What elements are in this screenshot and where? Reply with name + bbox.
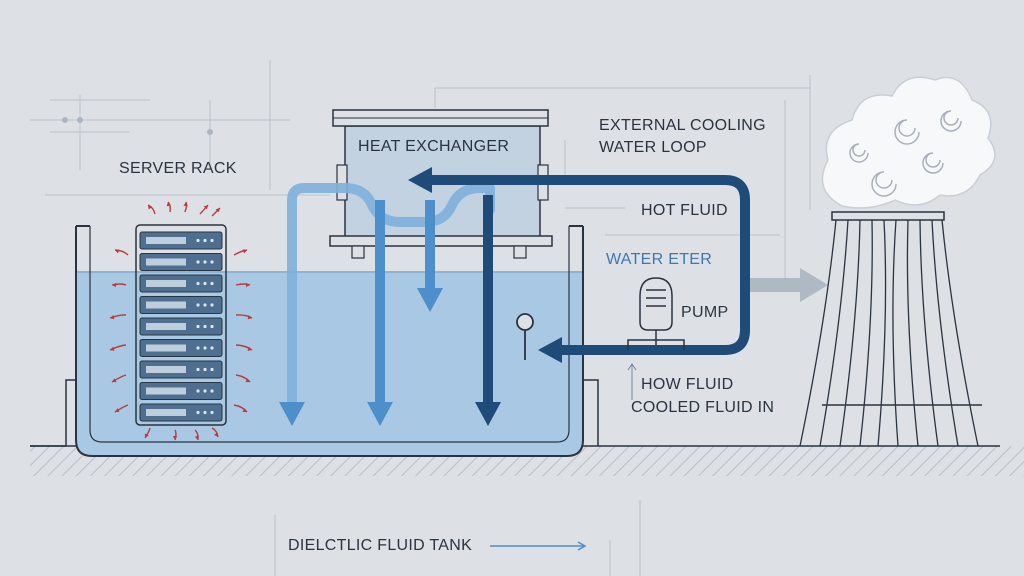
- heat-arrow: [233, 249, 248, 256]
- cool-flow-arrowhead-1: [367, 402, 393, 426]
- light-flow-arrowhead: [279, 402, 305, 426]
- label-server-rack: SERVER RACK: [119, 160, 237, 177]
- label-water-meter: WATER ETER: [606, 251, 713, 268]
- heat-exchanger-base: [329, 235, 553, 247]
- label-external-cooling-2: WATER LOOP: [599, 139, 707, 156]
- construction-lines: [30, 60, 811, 576]
- hot-loop-arrowhead-tank: [538, 337, 562, 363]
- server-unit: [139, 403, 223, 422]
- heat-arrow: [144, 427, 151, 439]
- pump-icon: [627, 277, 685, 350]
- hot-fluid-loop: [425, 175, 750, 405]
- heat-arrow: [199, 204, 209, 215]
- server-unit: [139, 296, 223, 314]
- heat-arrow: [111, 282, 127, 288]
- heat-exchanger-foot-right: [513, 245, 527, 259]
- server-rack-frame: [135, 224, 227, 426]
- heat-arrow: [114, 404, 129, 413]
- heat-arrow: [235, 282, 251, 288]
- heat-arrow: [109, 344, 127, 351]
- heat-arrow: [109, 314, 127, 320]
- tank-inner-wall: [89, 226, 570, 443]
- heat-arrow: [233, 404, 248, 413]
- cool-flow-pipes: [375, 200, 435, 402]
- server-rack-icon: [135, 224, 227, 426]
- hot-loop-arrowhead-down: [475, 402, 501, 426]
- tank-outer-wall: [75, 226, 584, 457]
- label-pump: PUMP: [681, 304, 729, 321]
- server-unit: [139, 339, 223, 357]
- steam-icon: [821, 76, 996, 209]
- tank-step-right: [583, 379, 599, 446]
- cooling-tower-icon: [799, 211, 982, 447]
- heat-arrow: [166, 201, 171, 213]
- heat-arrow: [183, 201, 188, 213]
- server-unit: [139, 317, 223, 336]
- heat-exchanger-foot-left: [351, 245, 365, 259]
- hot-loop-arrowhead-return: [408, 167, 432, 193]
- tank-label-leader-head: [577, 541, 587, 551]
- construction-dots: [62, 117, 213, 135]
- heat-arrow: [172, 429, 178, 441]
- heat-arrow: [194, 429, 199, 441]
- label-heat-exchanger: HEAT EXCHANGER: [358, 138, 510, 155]
- label-how-fluid: HOW FLUID: [641, 376, 734, 393]
- heat-arrow: [114, 249, 129, 256]
- server-unit: [139, 231, 223, 250]
- heat-arrow: [235, 374, 251, 383]
- heat-arrow: [147, 204, 156, 215]
- heat-arrow: [211, 207, 221, 217]
- server-unit: [139, 274, 223, 293]
- heat-arrow: [111, 374, 127, 383]
- tower-feed-arrow: [750, 268, 828, 302]
- label-hot-fluid: HOT FLUID: [641, 202, 728, 219]
- dielectric-fluid-tank: [30, 225, 599, 457]
- valve-icon: [516, 313, 534, 360]
- heat-exchanger-port-left: [336, 164, 348, 201]
- label-dielectric-fluid-tank: DIELCTLIC FLUID TANK: [288, 537, 473, 554]
- tank-step-left: [30, 379, 76, 447]
- server-unit: [139, 253, 223, 271]
- heat-arrow: [211, 427, 219, 438]
- server-unit: [139, 360, 223, 379]
- server-unit: [139, 382, 223, 400]
- inlet-indicator: [627, 363, 637, 400]
- label-cooled-fluid-in: COOLED FLUID IN: [631, 399, 775, 416]
- label-external-cooling-1: EXTERNAL COOLING: [599, 117, 766, 134]
- heat-arrow: [235, 344, 253, 351]
- cool-flow-arrowhead-2: [417, 288, 443, 312]
- heat-arrows: [109, 201, 253, 441]
- heat-arrow: [235, 314, 253, 320]
